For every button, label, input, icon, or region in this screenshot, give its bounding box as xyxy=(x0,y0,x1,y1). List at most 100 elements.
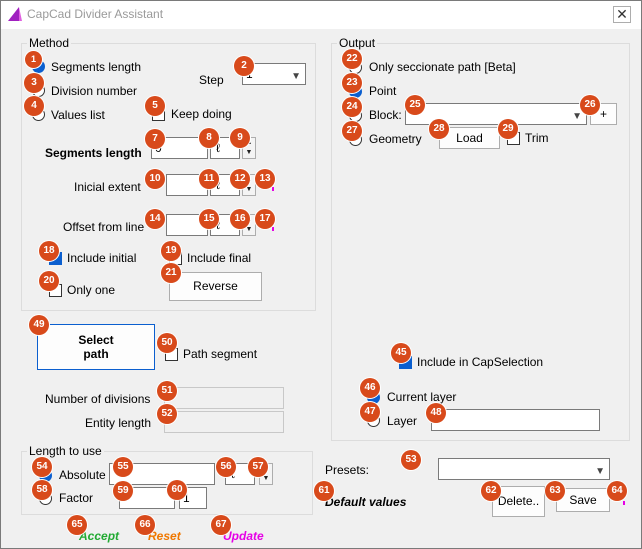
app-logo-icon xyxy=(8,7,22,21)
annotation-badge: 65 xyxy=(67,515,87,535)
offset-marker xyxy=(272,227,274,231)
annotation-badge: 52 xyxy=(157,404,177,424)
trim-label: Trim xyxy=(525,131,549,145)
annotation-badge: 16 xyxy=(230,209,250,229)
entity-length-output xyxy=(164,411,284,433)
values-list-label: Values list xyxy=(51,108,105,122)
segments-length-field-label: Segments length xyxy=(45,146,142,160)
absolute-input[interactable] xyxy=(109,463,215,485)
annotation-badge: 59 xyxy=(113,481,133,501)
annotation-badge: 51 xyxy=(157,381,177,401)
annotation-badge: 53 xyxy=(401,450,421,470)
spin-down-icon: ▼ xyxy=(245,226,253,233)
select-path-button[interactable]: Select path xyxy=(37,324,155,370)
factor-label: Factor xyxy=(59,491,94,505)
presets-label: Presets: xyxy=(325,463,370,477)
annotation-badge: 4 xyxy=(24,96,44,116)
annotation-badge: 64 xyxy=(607,481,627,501)
annotation-badge: 23 xyxy=(342,73,362,93)
annotation-badge: 15 xyxy=(199,209,219,229)
method-group-title: Method xyxy=(27,36,72,50)
annotation-badge: 62 xyxy=(481,481,501,501)
spin-up-icon: ▲ xyxy=(245,139,253,146)
point-label: Point xyxy=(369,84,397,98)
annotation-badge: 55 xyxy=(113,457,133,477)
geometry-label: Geometry xyxy=(369,132,422,146)
layer-input[interactable] xyxy=(431,409,600,431)
annotation-badge: 29 xyxy=(498,119,518,139)
output-group xyxy=(331,43,630,441)
save-preset-button[interactable]: Save xyxy=(556,488,610,512)
annotation-badge: 8 xyxy=(199,128,219,148)
output-group-title: Output xyxy=(337,36,378,50)
annotation-badge: 26 xyxy=(580,95,600,115)
accept-link[interactable]: Accept xyxy=(79,529,120,543)
annotation-badge: 20 xyxy=(39,271,59,291)
keep-doing-label: Keep doing xyxy=(171,107,232,121)
annotation-badge: 1 xyxy=(25,51,42,68)
select-path-line1: Select xyxy=(78,333,114,347)
annotation-badge: 5 xyxy=(145,96,165,116)
title-bar: CapCad Divider Assistant ✕ xyxy=(1,1,641,29)
annotation-badge: 66 xyxy=(135,515,155,535)
close-icon: ✕ xyxy=(616,6,628,22)
include-capselection-label: Include in CapSelection xyxy=(417,355,544,369)
select-path-line2: path xyxy=(83,347,109,361)
spin-down-icon: ▼ xyxy=(245,149,253,156)
factor-value: 1 xyxy=(183,491,190,505)
inicial-extent-marker xyxy=(272,187,274,191)
annotation-badge: 14 xyxy=(145,209,165,229)
only-one-label: Only one xyxy=(67,283,116,297)
annotation-badge: 48 xyxy=(426,403,446,423)
annotation-badge: 50 xyxy=(157,333,177,353)
annotation-badge: 22 xyxy=(342,49,362,69)
spin-down-icon: ▼ xyxy=(262,475,270,482)
annotation-badge: 11 xyxy=(199,169,219,189)
current-layer-label: Current layer xyxy=(387,390,457,404)
save-marker xyxy=(623,501,625,505)
chevron-down-icon: ▼ xyxy=(291,71,301,82)
chevron-down-icon: ▼ xyxy=(595,466,605,477)
annotation-badge: 63 xyxy=(545,481,565,501)
reset-link[interactable]: Reset xyxy=(148,529,181,543)
method-group xyxy=(21,43,316,311)
path-segment-label: Path segment xyxy=(183,347,258,361)
spin-down-icon: ▼ xyxy=(245,186,253,193)
annotation-badge: 13 xyxy=(255,169,275,189)
annotation-badge: 57 xyxy=(248,457,268,477)
length-to-use-title: Length to use xyxy=(27,444,104,458)
division-number-label: Division number xyxy=(51,84,138,98)
entity-length-label: Entity length xyxy=(85,416,152,430)
close-button[interactable]: ✕ xyxy=(613,6,631,23)
annotation-badge: 28 xyxy=(429,119,449,139)
length-unit-icon: ℓ xyxy=(216,218,220,232)
only-seccionate-label: Only seccionate path [Beta] xyxy=(369,60,516,74)
annotation-badge: 2 xyxy=(234,56,254,76)
annotation-badge: 10 xyxy=(145,169,165,189)
annotation-badge: 60 xyxy=(167,480,187,500)
annotation-badge: 61 xyxy=(314,481,334,501)
presets-combo[interactable]: ▼ xyxy=(438,458,610,480)
reverse-button[interactable]: Reverse xyxy=(169,272,262,301)
default-values-label: Default values xyxy=(325,495,407,509)
annotation-badge: 45 xyxy=(391,343,411,363)
annotation-badge: 18 xyxy=(39,241,59,261)
block-label: Block: xyxy=(369,108,402,122)
annotation-badge: 46 xyxy=(360,378,380,398)
annotation-badge: 12 xyxy=(230,169,250,189)
number-of-divisions-label: Number of divisions xyxy=(45,392,151,406)
length-unit-icon: ℓ xyxy=(216,141,220,155)
annotation-badge: 58 xyxy=(32,480,52,500)
absolute-label: Absolute xyxy=(59,468,106,482)
number-of-divisions-output xyxy=(164,387,284,409)
annotation-badge: 56 xyxy=(216,457,236,477)
annotation-badge: 27 xyxy=(342,121,362,141)
update-link[interactable]: Update xyxy=(223,529,264,543)
include-initial-label: Include initial xyxy=(67,251,137,265)
layer-label: Layer xyxy=(387,414,418,428)
annotation-badge: 25 xyxy=(405,95,425,115)
segments-length-option-label: Segments length xyxy=(51,60,142,74)
annotation-badge: 24 xyxy=(342,97,362,117)
annotation-badge: 3 xyxy=(24,73,44,93)
